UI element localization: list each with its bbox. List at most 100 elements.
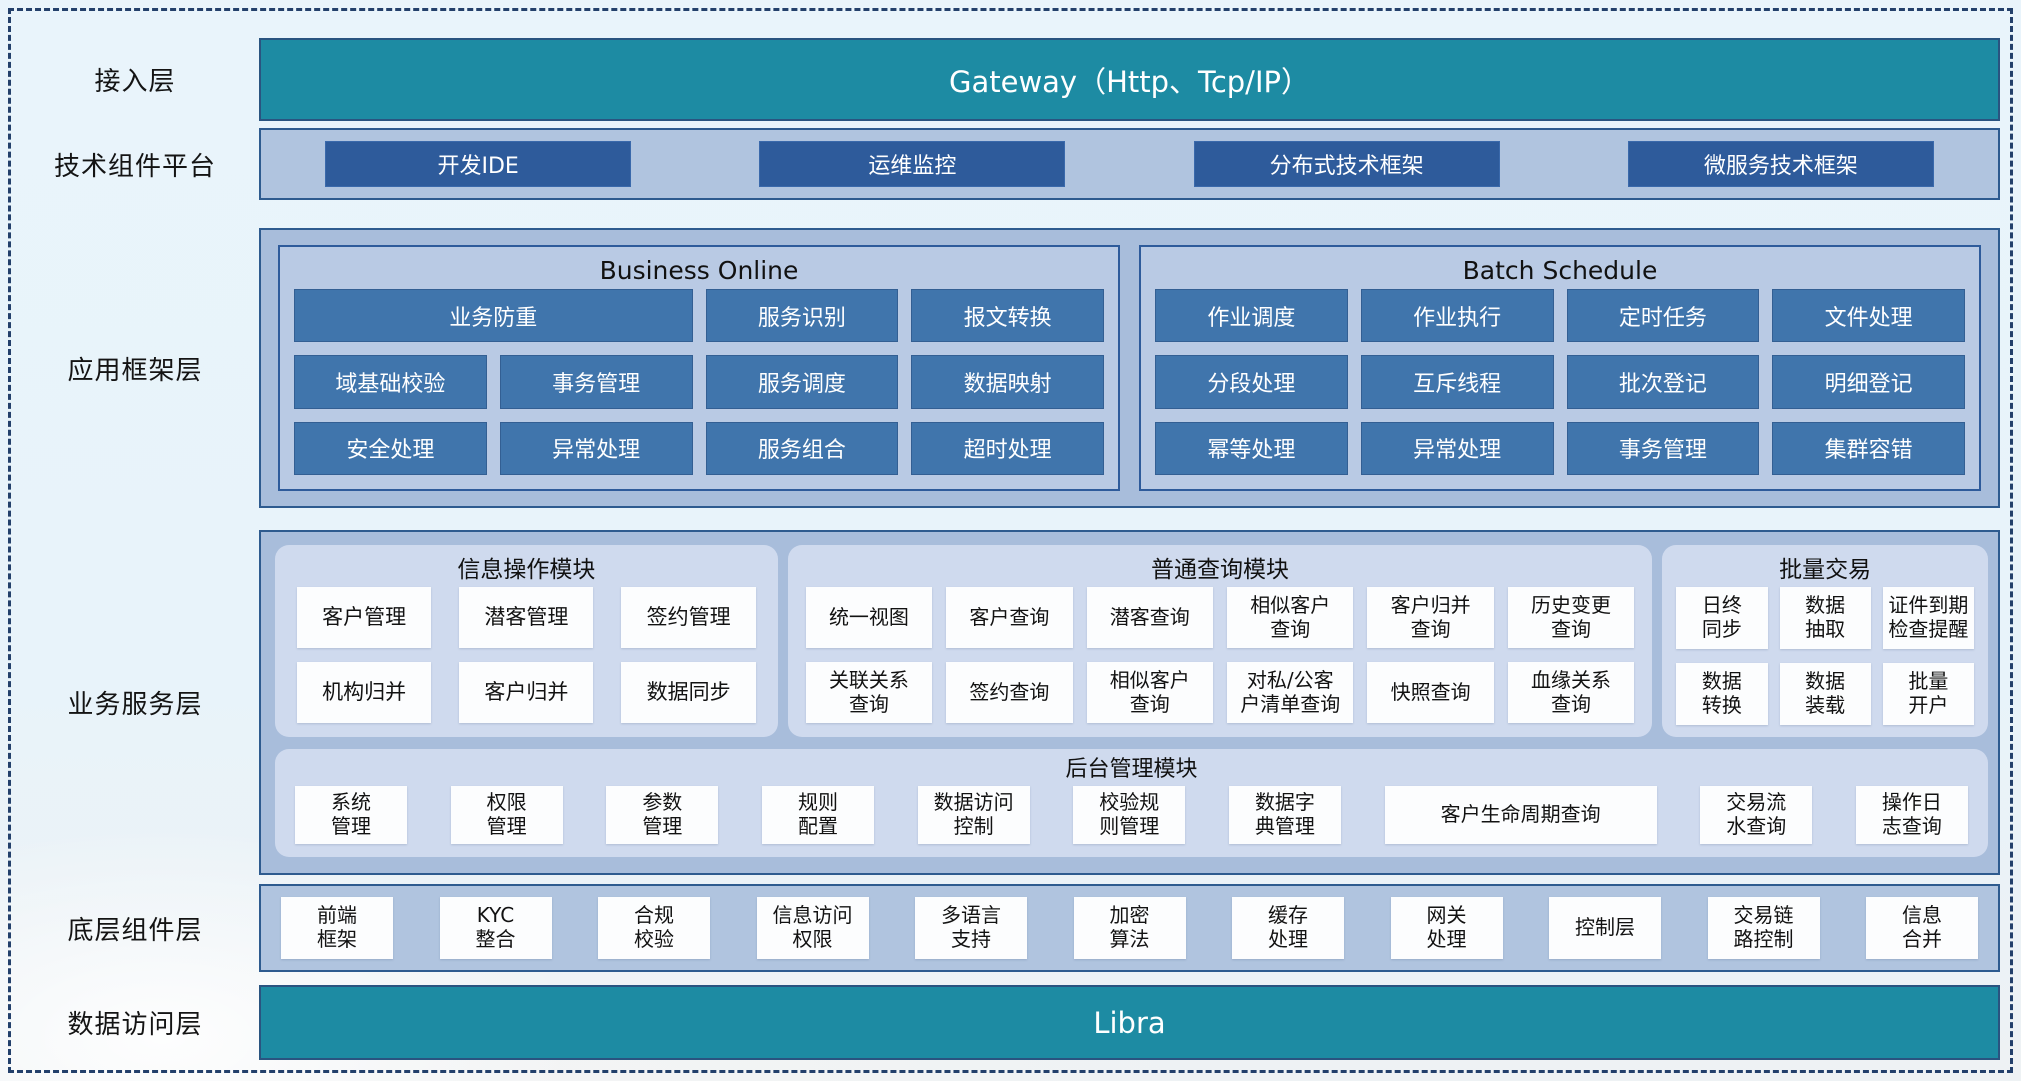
info-ops-grid: 客户管理潜客管理签约管理机构归并客户归并数据同步 (297, 587, 756, 723)
batch-schedule-item: 作业执行 (1360, 289, 1554, 343)
layer-label-access: 接入层 (94, 67, 176, 97)
business-online-item: 服务组合 (705, 421, 899, 475)
app-framework-container: Business Online 业务防重服务识别报文转换域基础校验事务管理服务调… (259, 228, 2000, 508)
business-online-item: 超时处理 (911, 421, 1104, 475)
batch-schedule-item: 定时任务 (1566, 289, 1760, 343)
admin-module-item: 权限 管理 (450, 786, 563, 844)
layer-row-base-components: 底层组件层 前端 框架 KYC 整合合规 校验信息访问 权限多语言 支持加密 算法… (11, 884, 2010, 972)
query-module-item: 相似客户 查询 (1227, 587, 1354, 648)
admin-module-item: 数据字 典管理 (1228, 786, 1341, 844)
business-online-item: 服务识别 (705, 289, 899, 343)
base-component-item: 合规 校验 (598, 897, 710, 959)
base-component-item: 控制层 (1549, 897, 1661, 959)
business-online-item: 事务管理 (499, 355, 693, 409)
admin-module-item: 参数 管理 (606, 786, 719, 844)
admin-module-item: 交易流 水查询 (1700, 786, 1813, 844)
layer-label-data-access: 数据访问层 (67, 1010, 203, 1040)
tech-platform-item: 分布式技术框架 (1193, 141, 1500, 187)
batch-trade-grid: 日终 同步数据 抽取证件到期 检查提醒数据 转换数据 装载批量 开户 (1676, 587, 1974, 725)
admin-module-item: 校验规 则管理 (1073, 786, 1186, 844)
layer-row-business-service: 业务服务层 信息操作模块 客户管理潜客管理签约管理机构归并客户归并数据同步 普通… (11, 530, 2010, 875)
tech-platform-item: 运维监控 (759, 141, 1066, 187)
batch-trade-item: 批量 开户 (1882, 663, 1974, 725)
batch-trade-item: 证件到期 检查提醒 (1882, 587, 1974, 649)
layer-label-tech-platform: 技术组件平台 (53, 151, 216, 182)
admin-module-item: 数据访问 控制 (917, 786, 1030, 844)
batch-schedule-item: 互斥线程 (1360, 355, 1554, 409)
batch-schedule-item: 幂等处理 (1155, 421, 1348, 475)
layer-row-access: 接入层 Gateway（Http、Tcp/IP） (11, 38, 2010, 121)
batch-trade-item: 数据 装载 (1779, 663, 1871, 725)
query-module-item: 对私/公客 户清单查询 (1227, 662, 1354, 723)
batch-schedule-item: 事务管理 (1566, 421, 1760, 475)
base-component-item: 交易链 路控制 (1707, 897, 1820, 959)
business-online-item: 数据映射 (911, 355, 1104, 409)
query-module-item: 快照查询 (1367, 662, 1494, 723)
batch-trade-item: 数据 转换 (1676, 663, 1768, 725)
admin-module-title: 后台管理模块 (1065, 757, 1198, 782)
base-component-item: 缓存 处理 (1232, 897, 1344, 959)
layer-row-app-framework: 应用框架层 Business Online 业务防重服务识别报文转换域基础校验事… (11, 228, 2010, 508)
admin-module-panel: 后台管理模块 系统 管理权限 管理参数 管理规则 配置数据访问 控制校验规 则管… (275, 749, 1988, 857)
admin-module-row: 系统 管理权限 管理参数 管理规则 配置数据访问 控制校验规 则管理数据字 典管… (295, 783, 1968, 847)
batch-trade-title: 批量交易 (1779, 557, 1872, 583)
query-module-item: 统一视图 (805, 587, 933, 648)
batch-schedule-title: Batch Schedule (1462, 255, 1658, 285)
business-online-item: 服务调度 (705, 355, 899, 409)
batch-schedule-item: 异常处理 (1360, 421, 1554, 475)
query-module-title: 普通查询模块 (1151, 557, 1289, 583)
info-ops-title: 信息操作模块 (457, 557, 596, 583)
business-online-title: Business Online (599, 255, 799, 285)
base-component-item: 网关 处理 (1390, 897, 1503, 959)
business-online-item: 报文转换 (911, 289, 1104, 343)
query-module-item: 关联关系 查询 (805, 662, 933, 723)
admin-module-item: 规则 配置 (761, 786, 874, 844)
batch-schedule-item: 分段处理 (1155, 355, 1348, 409)
admin-module-item: 客户生命周期查询 (1384, 786, 1657, 844)
info-ops-item: 数据同步 (621, 662, 756, 723)
batch-trade-item: 日终 同步 (1676, 587, 1768, 649)
query-module-item: 血缘关系 查询 (1507, 662, 1635, 723)
business-online-item: 异常处理 (499, 421, 693, 475)
base-components-strip: 前端 框架 KYC 整合合规 校验信息访问 权限多语言 支持加密 算法缓存 处理网… (259, 884, 2000, 972)
business-online-item: 业务防重 (294, 289, 693, 343)
info-ops-item: 机构归并 (297, 662, 432, 723)
batch-trade-item: 数据 抽取 (1779, 587, 1871, 649)
query-module-panel: 普通查询模块 统一视图客户查询潜客查询相似客户 查询客户归并 查询历史变更 查询… (787, 545, 1653, 737)
libra-bar: Libra (259, 985, 2000, 1060)
query-module-item: 潜客查询 (1086, 587, 1213, 648)
info-ops-panel: 信息操作模块 客户管理潜客管理签约管理机构归并客户归并数据同步 (275, 545, 778, 737)
query-module-item: 客户归并 查询 (1367, 587, 1494, 648)
base-component-item: 信息访问 权限 (756, 897, 869, 959)
layer-label-base-components: 底层组件层 (67, 915, 203, 946)
business-service-container: 信息操作模块 客户管理潜客管理签约管理机构归并客户归并数据同步 普通查询模块 统… (259, 530, 2000, 875)
business-online-item: 安全处理 (294, 421, 487, 475)
admin-module-item: 系统 管理 (295, 786, 407, 844)
business-online-panel: Business Online 业务防重服务识别报文转换域基础校验事务管理服务调… (278, 245, 1120, 491)
gateway-bar: Gateway（Http、Tcp/IP） (259, 38, 2000, 121)
base-component-item: KYC 整合 (439, 897, 552, 959)
base-component-item: 加密 算法 (1073, 897, 1186, 959)
info-ops-item: 签约管理 (621, 587, 756, 648)
batch-schedule-item: 作业调度 (1155, 289, 1348, 343)
query-module-item: 签约查询 (946, 662, 1073, 723)
batch-schedule-item: 文件处理 (1772, 289, 1965, 343)
batch-schedule-item: 批次登记 (1566, 355, 1760, 409)
admin-module-item: 操作日 志查询 (1855, 786, 1968, 844)
base-component-item: 多语言 支持 (915, 897, 1027, 959)
layer-row-data-access: 数据访问层 Libra (11, 985, 2010, 1060)
business-online-grid: 业务防重服务识别报文转换域基础校验事务管理服务调度数据映射安全处理异常处理服务组… (294, 289, 1104, 475)
batch-trade-panel: 批量交易 日终 同步数据 抽取证件到期 检查提醒数据 转换数据 装载批量 开户 (1662, 545, 1988, 737)
layer-label-app-framework: 应用框架层 (67, 355, 203, 386)
info-ops-item: 客户归并 (459, 662, 594, 723)
query-module-item: 相似客户 查询 (1086, 662, 1213, 723)
info-ops-item: 潜客管理 (459, 587, 594, 648)
base-component-item: 前端 框架 (281, 897, 393, 959)
business-online-item: 域基础校验 (294, 355, 487, 409)
base-component-item: 信息 合并 (1866, 897, 1978, 959)
query-module-item: 客户查询 (946, 587, 1073, 648)
